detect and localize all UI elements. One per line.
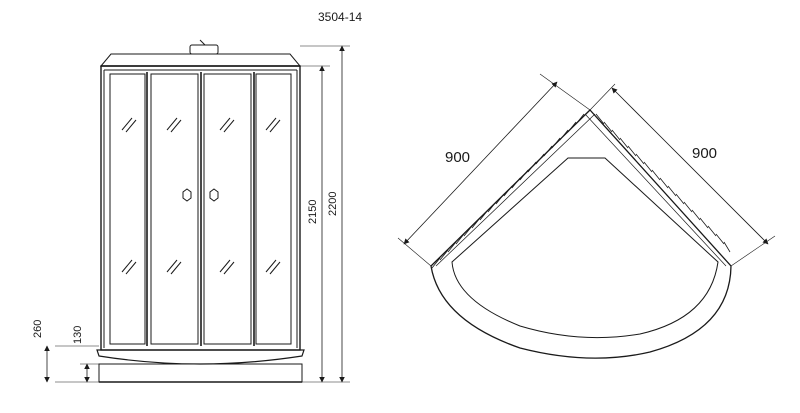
roof-vent xyxy=(189,44,219,55)
glass-reflections xyxy=(121,117,281,275)
dim-line-plan-right xyxy=(611,87,769,245)
hatch-marks-left xyxy=(431,113,585,269)
dim-step-height-label: 130 xyxy=(72,326,84,344)
left-side-panel xyxy=(109,73,146,345)
tray-skirt xyxy=(98,363,303,383)
left-door xyxy=(150,73,199,345)
front-view xyxy=(44,39,350,383)
dim-plan-right-label: 900 xyxy=(692,145,717,162)
dim-line-plan-left xyxy=(403,81,558,245)
dim-body-height-label: 2150 xyxy=(307,200,319,224)
right-door-handle xyxy=(209,188,219,202)
tray-basin xyxy=(451,157,719,339)
shower-tray xyxy=(96,349,305,365)
plan-view xyxy=(397,73,776,359)
hatch-marks-right xyxy=(595,113,731,253)
cabin-roof xyxy=(99,53,302,67)
dim-tray-height-label: 260 xyxy=(32,320,44,338)
dim-plan-left-label: 900 xyxy=(445,149,470,166)
dim-total-height-label: 2200 xyxy=(327,192,339,216)
right-door xyxy=(203,73,252,345)
tray-outline-outer xyxy=(430,109,732,359)
model-code: 3504-14 xyxy=(318,10,362,24)
right-side-panel xyxy=(255,73,292,345)
left-door-handle xyxy=(182,188,192,202)
